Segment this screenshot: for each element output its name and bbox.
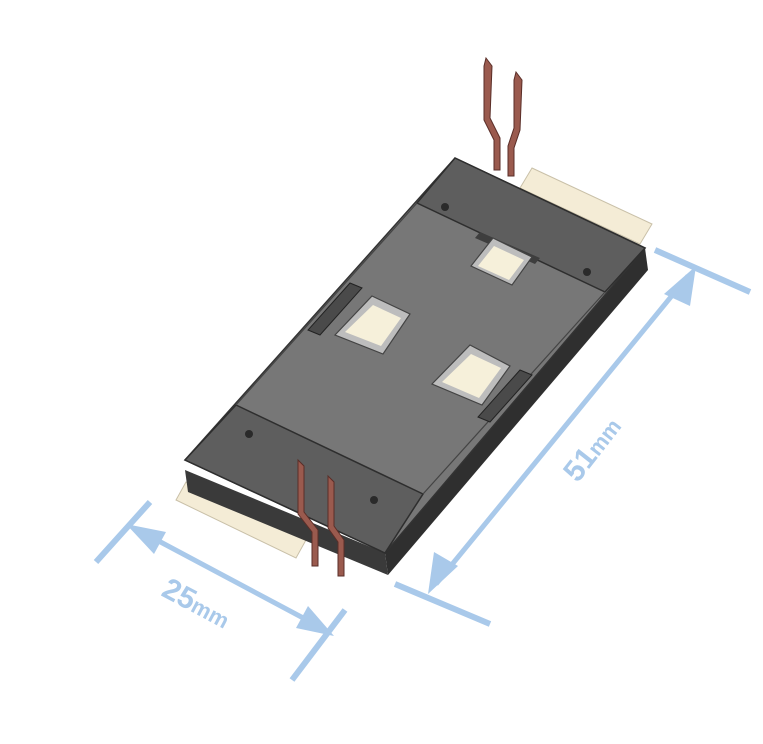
arrowhead-icon [664, 266, 696, 306]
dimension-width-label: 25mm [157, 572, 237, 635]
screw-hole-icon [245, 430, 253, 438]
pin-pair-top [483, 56, 523, 177]
screw-hole-icon [441, 203, 449, 211]
ceramic-strip-top [519, 167, 653, 245]
pin-pair-bottom [297, 458, 345, 577]
side-clip-left [307, 282, 363, 336]
arrowhead-icon [296, 606, 334, 636]
window-3 [430, 344, 511, 406]
screw-hole-icon [370, 496, 378, 504]
window-1 [470, 237, 533, 286]
module-body [183, 157, 648, 575]
side-clip-right [477, 369, 533, 423]
arrowhead-icon [428, 552, 458, 594]
window-2 [333, 295, 411, 355]
screw-hole-icon [583, 268, 591, 276]
arrowhead-icon [126, 524, 166, 554]
